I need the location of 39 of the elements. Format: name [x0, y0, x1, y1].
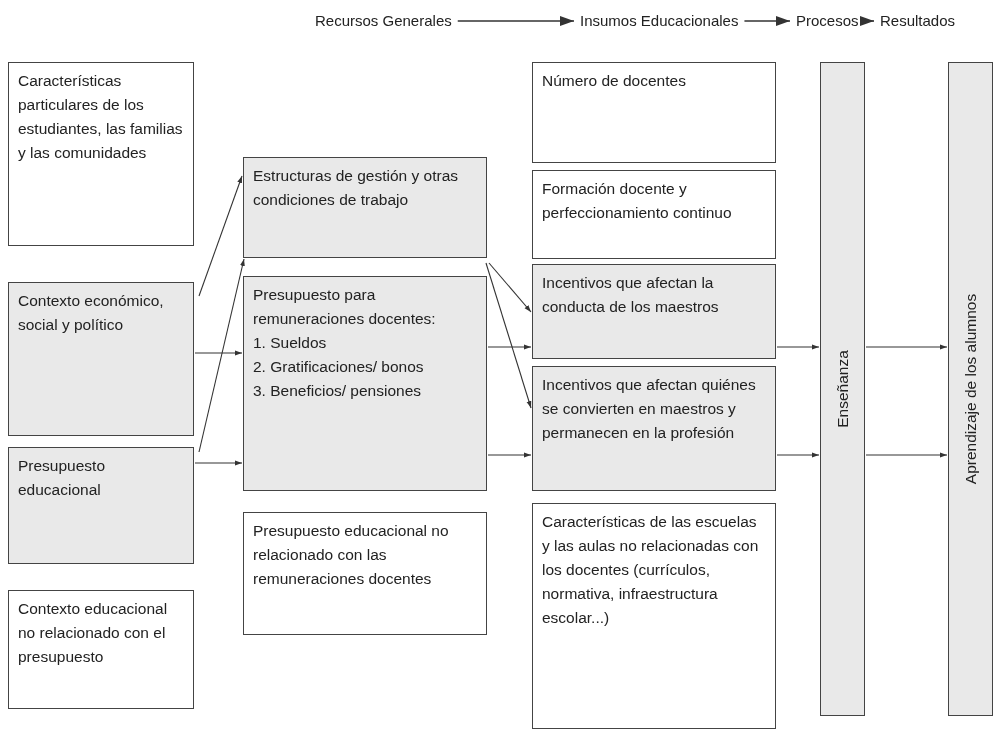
- stage-label: Aprendizaje de los alumnos: [961, 293, 980, 485]
- arrow: [776, 344, 820, 350]
- arrow: [865, 344, 948, 350]
- arrow: [487, 452, 532, 458]
- arrow: [194, 350, 243, 356]
- arrow: [198, 175, 243, 297]
- highlighted-factor-box: Contexto económico, social y político: [8, 282, 194, 436]
- list-item: 2. Gratificaciones/ bonos: [253, 357, 425, 377]
- stage-bar: [948, 62, 993, 716]
- list-item: 3. Beneficios/ pensiones: [253, 381, 423, 401]
- factor-box: Contexto educacional no relacionado con el presupuesto: [8, 590, 194, 709]
- stage-heading: Recursos Generales: [315, 11, 452, 31]
- stage-heading: Resultados: [880, 11, 956, 31]
- factor-box: Número de docentes: [532, 62, 776, 163]
- arrow: [456, 16, 575, 26]
- arrow: [865, 452, 948, 458]
- factor-box: Características particulares de los estudiantes, las familias y las comunidades: [8, 62, 194, 246]
- arrow: [194, 460, 243, 466]
- factor-box: Formación docente y perfeccionamiento continuo: [532, 170, 776, 259]
- factor-box: Características de las escuelas y las aulas no relacionadas con los docentes (currículos, normativa, infraestructura escolar...): [532, 503, 776, 729]
- stage-label: Enseñanza: [833, 350, 852, 428]
- stage-heading: Procesos: [796, 11, 859, 31]
- list-item: 1. Sueldos: [253, 333, 328, 353]
- highlighted-factor-box: Incentivos que afectan la conducta de los maestros: [532, 264, 776, 359]
- highlighted-factor-box: Estructuras de gestión y otras condiciones de trabajo: [243, 157, 487, 258]
- highlighted-factor-box: Incentivos que afectan quiénes se convierten en maestros y permanecen en la profesión: [532, 366, 776, 491]
- arrow: [743, 16, 791, 26]
- highlighted-factor-box: Presupuesto educacional: [8, 447, 194, 564]
- arrow: [863, 16, 875, 26]
- box-heading: Presupuesto para remuneraciones docentes:: [253, 285, 437, 329]
- highlighted-factor-box: [243, 276, 487, 491]
- stage-heading: Insumos Educacionales: [580, 11, 739, 31]
- factor-box: Presupuesto educacional no relacionado con las remuneraciones docentes: [243, 512, 487, 635]
- arrow: [487, 344, 532, 350]
- arrow: [776, 452, 820, 458]
- stage-bar: [820, 62, 865, 716]
- arrow: [488, 262, 532, 313]
- arrow: [485, 262, 532, 409]
- arrow: [198, 258, 245, 453]
